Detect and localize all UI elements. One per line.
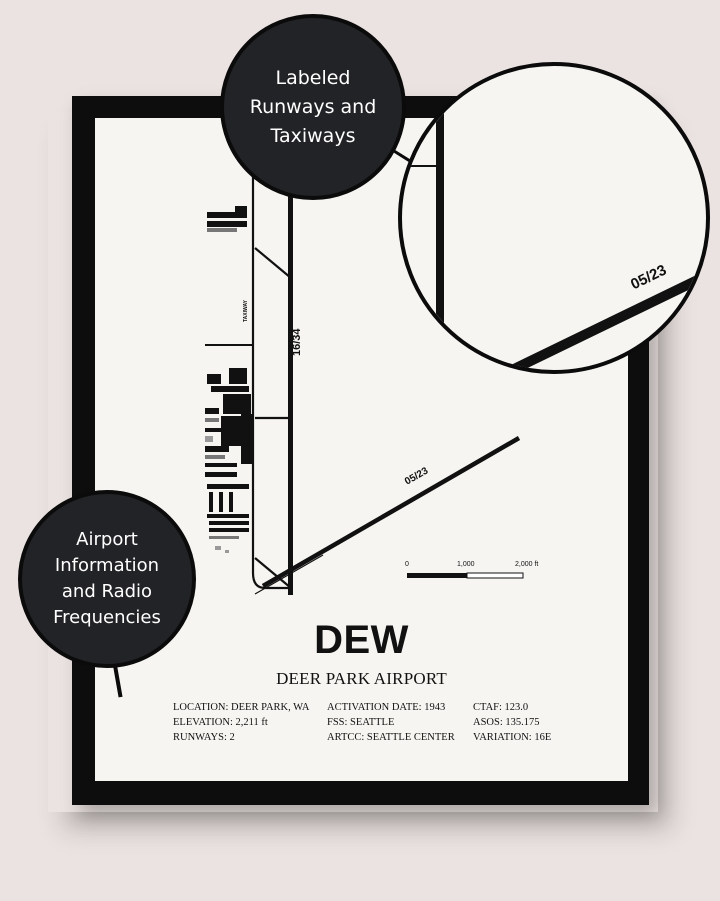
runway-16-34-label: 16/34 <box>291 328 303 356</box>
airport-name: DEER PARK AIRPORT <box>276 669 447 688</box>
runway-16-34 <box>288 194 293 595</box>
callout-top-line-2: Runways and <box>249 95 377 118</box>
airport-diagram <box>205 170 524 595</box>
scale-label-1000: 1,000 <box>457 561 475 568</box>
callout-runways-taxiways: Labeled Runways and Taxiways <box>220 14 406 200</box>
callout-top-line-1: Labeled <box>275 66 351 89</box>
zoom-runway-detail <box>402 106 706 370</box>
info-column-2: ACTIVATION DATE: 1943 FSS: SEATTLE ARTCC… <box>327 700 455 745</box>
scale-bar <box>407 572 524 579</box>
buildings-central <box>205 368 253 477</box>
taxiway-label: TAXIWAY <box>243 300 249 322</box>
info-fss: FSS: SEATTLE <box>327 717 395 728</box>
info-elevation: ELEVATION: 2,211 ft <box>173 717 268 728</box>
buildings-north <box>207 206 247 232</box>
info-ctaf: CTAF: 123.0 <box>473 702 529 713</box>
airport-code: DEW <box>314 618 409 662</box>
info-activation: ACTIVATION DATE: 1943 <box>327 702 446 713</box>
info-asos: ASOS: 135.175 <box>473 717 540 728</box>
info-location: LOCATION: DEER PARK, WA <box>173 702 310 713</box>
taxiway-outline <box>251 170 292 590</box>
zoom-magnifier: 05/23 <box>398 62 710 374</box>
callout-top-line-3: Taxiways <box>270 124 356 147</box>
callout-left-line-4: Frequencies <box>53 607 161 628</box>
info-column-1: LOCATION: DEER PARK, WA ELEVATION: 2,211… <box>173 700 310 745</box>
info-runways: RUNWAYS: 2 <box>173 732 235 743</box>
scale-label-2000: 2,000 ft <box>515 561 539 568</box>
info-column-3: CTAF: 123.0 ASOS: 135.175 VARIATION: 16E <box>473 700 551 745</box>
info-artcc: ARTCC: SEATTLE CENTER <box>327 732 455 743</box>
runway-05-23 <box>261 436 521 588</box>
callout-left-line-3: and Radio <box>61 581 153 602</box>
info-variation: VARIATION: 16E <box>473 732 552 743</box>
callout-airport-info: Airport Information and Radio Frequencie… <box>18 490 196 668</box>
scale-label-0: 0 <box>405 561 409 568</box>
callout-left-line-1: Airport <box>76 529 138 550</box>
callout-left-line-2: Information <box>54 555 160 576</box>
hangars-south <box>207 484 249 553</box>
